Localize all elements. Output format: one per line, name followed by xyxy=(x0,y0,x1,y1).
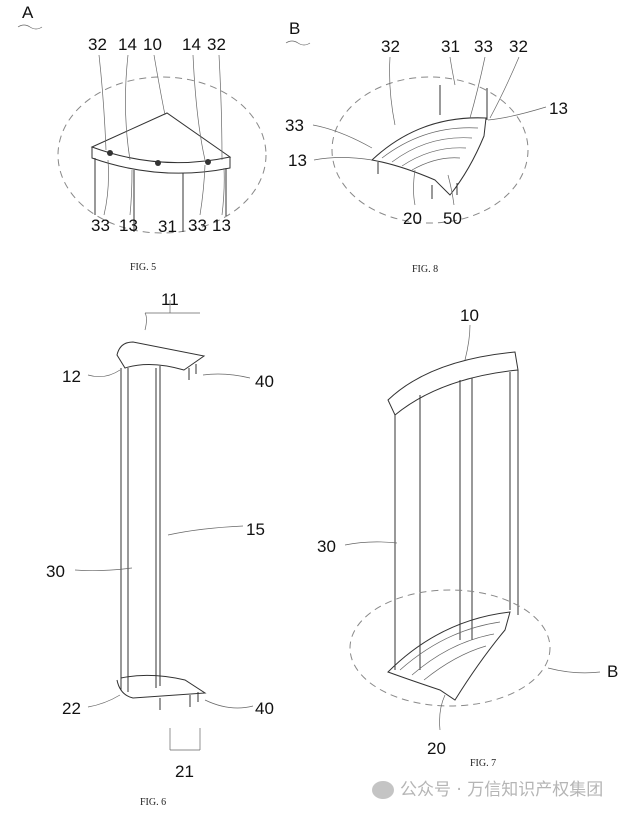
ref-label: 21 xyxy=(175,762,194,781)
ref-label: 13 xyxy=(549,99,568,118)
fig7-drawing: 10 30 B 20 FIG. 7 xyxy=(317,306,618,769)
ref-label: 11 xyxy=(161,290,179,309)
ref-label: 13 xyxy=(288,151,307,170)
ref-label: 20 xyxy=(403,209,422,228)
ref-label: 30 xyxy=(46,562,65,581)
fig8-ref-label: B xyxy=(289,19,300,38)
ref-label: 13 xyxy=(119,216,138,235)
ref-label: 33 xyxy=(91,216,110,235)
fig7-labels: 10 30 B 20 xyxy=(317,306,618,758)
ref-label: 10 xyxy=(460,306,479,325)
ref-label: 33 xyxy=(474,37,493,56)
fig5-drawing: A 32 14 10 14 32 33 13 31 33 13 FIG. 5 xyxy=(17,3,267,273)
fig8-labels: 32 31 33 32 13 33 13 20 50 xyxy=(285,37,568,228)
ref-label: 14 xyxy=(118,35,137,54)
ref-label: 33 xyxy=(285,116,304,135)
ref-label: 10 xyxy=(143,35,162,54)
ref-label: 31 xyxy=(158,217,177,236)
ref-label: 40 xyxy=(255,372,274,391)
watermark: 公众号 · 万信知识产权集团 xyxy=(372,780,603,800)
ref-label: 32 xyxy=(88,35,107,54)
ref-label: 40 xyxy=(255,699,274,718)
fig5-top-labels: 32 14 10 14 32 xyxy=(88,35,226,54)
wechat-icon xyxy=(372,781,394,799)
ref-label: 22 xyxy=(62,699,81,718)
ref-label: 32 xyxy=(509,37,528,56)
ref-label: 31 xyxy=(441,37,460,56)
fig8-caption: FIG. 8 xyxy=(412,264,438,275)
fig7-caption: FIG. 7 xyxy=(470,758,496,769)
ref-label: 33 xyxy=(188,216,207,235)
ref-label: 20 xyxy=(427,739,446,758)
fig5-bottom-labels: 33 13 31 33 13 xyxy=(91,216,231,236)
ref-label: 30 xyxy=(317,537,336,556)
fig5-ref-label: A xyxy=(22,3,34,22)
ref-label: B xyxy=(607,662,618,681)
ref-label: 32 xyxy=(207,35,226,54)
ref-label: 12 xyxy=(62,367,81,386)
fig6-drawing: 11 12 40 15 30 22 40 21 FIG. 6 xyxy=(46,290,274,808)
ref-label: 13 xyxy=(212,216,231,235)
fig5-caption: FIG. 5 xyxy=(130,262,156,273)
fig6-labels: 11 12 40 15 30 22 40 21 xyxy=(46,290,274,781)
ref-label: 32 xyxy=(381,37,400,56)
ref-label: 14 xyxy=(182,35,201,54)
fig6-caption: FIG. 6 xyxy=(140,797,166,808)
ref-label: 50 xyxy=(443,209,462,228)
ref-label: 15 xyxy=(246,520,265,539)
fig8-drawing: B 32 31 33 32 13 33 13 20 50 FIG. 8 xyxy=(285,19,568,275)
watermark-text: 公众号 · 万信知识产权集团 xyxy=(400,780,604,800)
